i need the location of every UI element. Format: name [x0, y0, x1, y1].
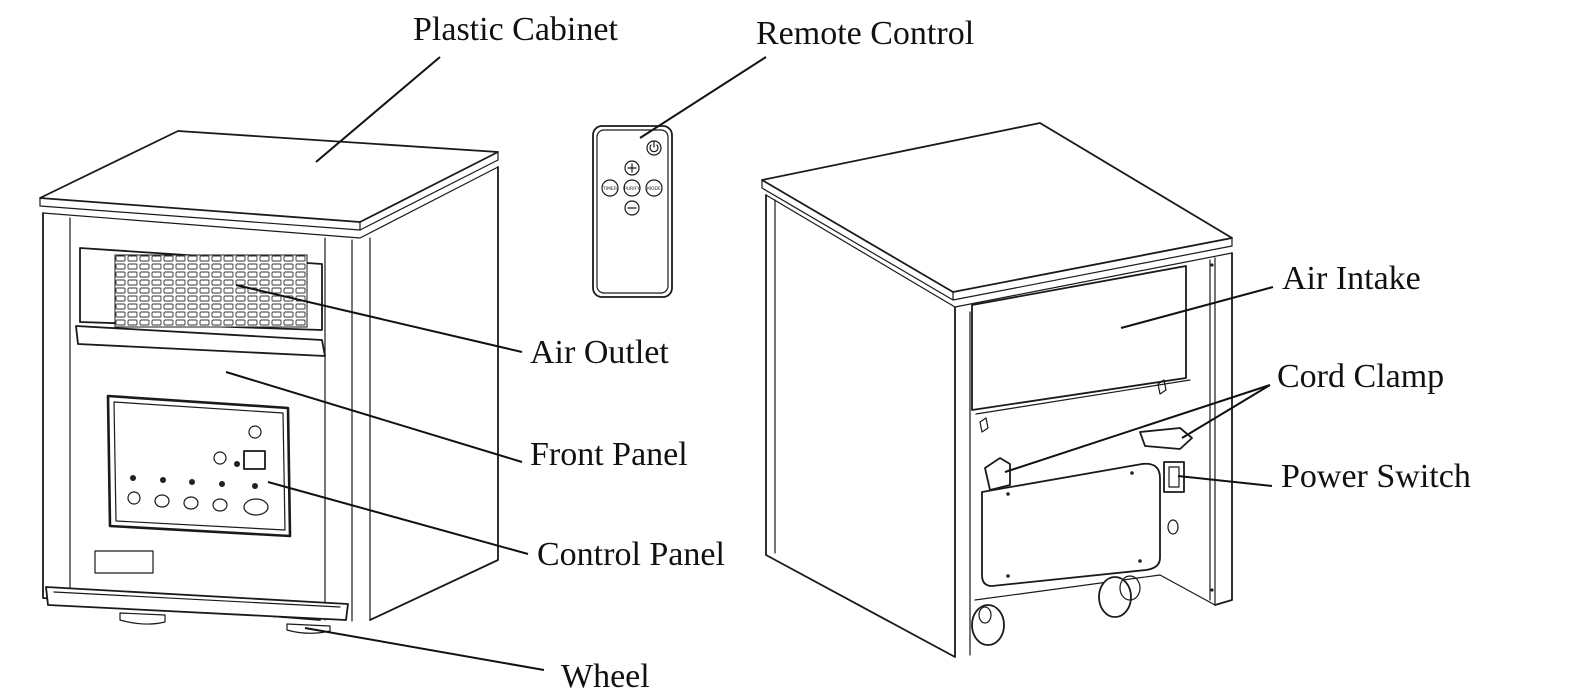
led-3 — [189, 479, 195, 485]
name-plate — [94, 550, 154, 574]
remote-body-inner — [596, 129, 669, 294]
led-1 — [130, 475, 136, 481]
cabinet-base-line — [53, 591, 341, 608]
control-button-1 — [127, 491, 141, 505]
panel-screw-2 — [1130, 471, 1134, 475]
leader-front-panel — [225, 371, 523, 463]
front-heater — [39, 130, 499, 634]
rear-base-lip — [974, 574, 1216, 606]
label-air-outlet: Air Outlet — [530, 334, 669, 371]
cord-clamp-left — [984, 457, 1011, 491]
filter-clip-right — [1157, 379, 1167, 395]
label-cord-clamp: Cord Clamp — [1277, 358, 1445, 395]
remote-power-button — [646, 140, 662, 156]
filter-clip-left — [979, 417, 989, 433]
panel-screw-4 — [1138, 559, 1142, 563]
rear-top-rim-right — [952, 237, 1233, 301]
label-control-panel: Control Panel — [537, 536, 725, 573]
leader-power-switch — [1177, 475, 1273, 487]
rear-screw-bottom — [1210, 588, 1214, 592]
cord-clamp-right — [1139, 427, 1193, 450]
air-intake-filter — [971, 265, 1187, 411]
led-5 — [252, 483, 258, 489]
rear-top-rim-left — [761, 179, 954, 301]
cabinet-top-rim-lower — [42, 166, 499, 239]
rear-wheel-center — [1098, 575, 1141, 618]
panel-screw-3 — [1006, 574, 1010, 578]
rear-access-panel — [981, 462, 1161, 587]
cabinet-top-rim — [39, 197, 361, 231]
cabinet-top-rim-side — [359, 151, 499, 231]
control-led — [234, 461, 240, 467]
rear-screw-top — [1210, 263, 1214, 267]
control-panel-bezel — [106, 394, 292, 538]
plus-icon — [627, 163, 637, 173]
control-panel-face — [113, 401, 286, 531]
leader-remote-control — [639, 56, 767, 139]
control-button-power — [243, 498, 269, 516]
rear-heater — [761, 122, 1233, 658]
label-remote-control: Remote Control — [756, 15, 975, 52]
power-icon — [649, 141, 659, 153]
leader-cord-clamp — [1004, 384, 1271, 473]
cabinet-top — [39, 130, 499, 223]
remote-plus-button — [624, 160, 640, 176]
control-display — [243, 450, 266, 470]
leader-air-intake — [1120, 286, 1274, 329]
remote-control: TIMER PURIFY MODE — [592, 125, 673, 298]
leader-control-panel — [267, 481, 529, 555]
control-button-2 — [154, 494, 170, 508]
remote-mode-button — [645, 179, 663, 197]
power-cord-grommet — [1167, 519, 1179, 535]
panel-screw-1 — [1006, 492, 1010, 496]
rear-back-right-edge — [1214, 252, 1233, 606]
label-wheel: Wheel — [561, 658, 650, 695]
remote-minus-button — [624, 200, 640, 216]
remote-timer-button — [601, 179, 619, 197]
cabinet-base — [45, 586, 349, 621]
rear-side-face — [765, 194, 956, 658]
label-power-switch: Power Switch — [1281, 458, 1471, 495]
rear-back-right-frame — [1209, 257, 1216, 606]
rear-wheel-left — [971, 604, 1005, 646]
control-button-4 — [212, 498, 228, 512]
remote-timer-label: TIMER — [602, 186, 617, 192]
control-button-3 — [183, 496, 199, 510]
air-intake-filter-base — [975, 379, 1191, 415]
control-indicator-top — [248, 425, 262, 439]
label-air-intake: Air Intake — [1282, 260, 1421, 297]
leader-air-outlet — [235, 284, 523, 353]
control-indicator-mid — [213, 451, 227, 465]
led-2 — [160, 477, 166, 483]
remote-body — [592, 125, 673, 298]
front-wheel-left — [119, 612, 166, 625]
leader-lines — [225, 56, 1274, 671]
cabinet-side-face — [369, 166, 499, 621]
led-4 — [219, 481, 225, 487]
label-plastic-cabinet: Plastic Cabinet — [413, 11, 618, 48]
label-front-panel: Front Panel — [530, 436, 688, 473]
remote-purify-button — [623, 179, 641, 197]
air-outlet-grille — [114, 254, 308, 328]
remote-mode-label: MODE — [647, 186, 661, 192]
leader-wheel — [304, 627, 545, 671]
air-outlet-louver — [75, 325, 326, 357]
leader-plastic-cabinet — [315, 56, 441, 163]
remote-purify-label: PURIFY — [624, 186, 640, 192]
